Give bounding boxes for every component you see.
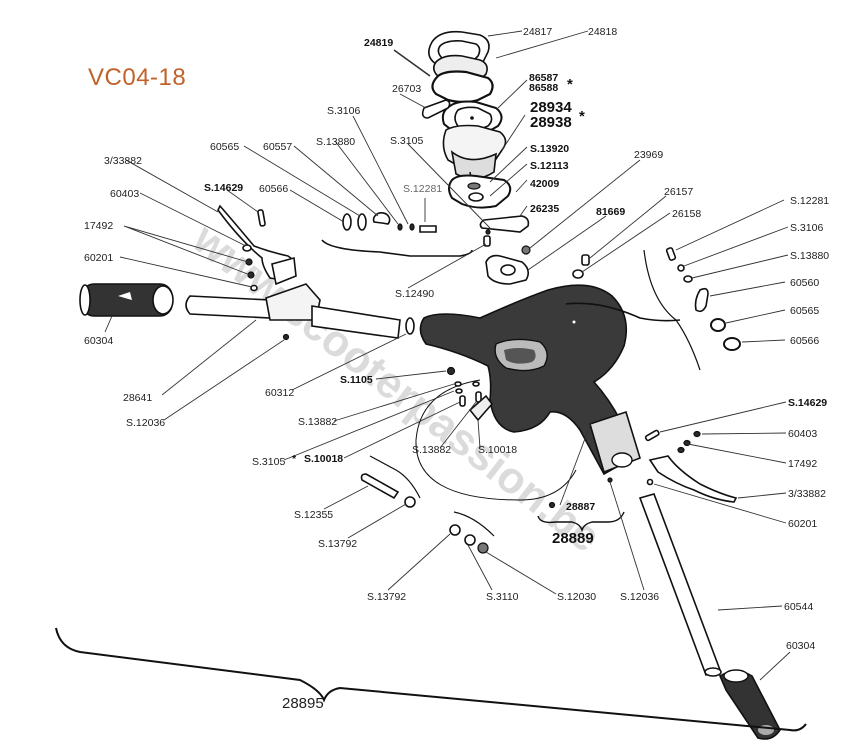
label-24817: 24817: [523, 26, 552, 38]
sub-assembly-brace-28889: [537, 511, 625, 533]
label-S12036-right: S.12036: [620, 591, 659, 603]
label-S12113: S.12113: [530, 160, 569, 172]
label-S13920: S.13920: [530, 143, 569, 155]
label-S13880-top: S.13880: [316, 136, 355, 148]
speedometer-gasket-24819: [431, 70, 494, 104]
left-handlebar-tube-28641: [185, 283, 415, 341]
label-60201-left: 60201: [84, 252, 113, 264]
label-60565-top: 60565: [210, 141, 239, 153]
nut-23969: [521, 245, 531, 255]
right-upper-small-parts: [643, 247, 741, 371]
label-26235: 26235: [530, 203, 559, 215]
label-star-2: *: [579, 108, 585, 125]
label-60544: 60544: [784, 601, 813, 613]
label-S13880-right: S.13880: [790, 250, 829, 262]
label-S14629-right: S.14629: [788, 397, 827, 409]
label-60557: 60557: [263, 141, 292, 153]
label-S13792-a: S.13792: [318, 538, 357, 550]
label-26703: 26703: [392, 83, 421, 95]
label-23969: 23969: [634, 149, 663, 161]
label-star-1: *: [567, 76, 573, 93]
part-labels: 24817 24818 24819 86587 86588 * 28934 28…: [84, 26, 829, 712]
label-S12036-left: S.12036: [126, 417, 165, 429]
headset-casting-28887: [419, 284, 641, 476]
label-28889: 28889: [552, 530, 594, 547]
label-60304-right: 60304: [786, 640, 815, 652]
label-star-3: *: [292, 453, 297, 465]
label-17492-left: 17492: [84, 220, 113, 232]
label-S10018-star: S.10018: [304, 453, 343, 465]
right-lever-parts: [644, 429, 738, 503]
label-3-33882-left: 3/33882: [104, 155, 142, 167]
label-3-33882-right: 3/33882: [788, 488, 826, 500]
label-26158: 26158: [672, 208, 701, 220]
assembly-brace-28895: [55, 627, 807, 732]
label-60560: 60560: [790, 277, 819, 289]
label-24819: 24819: [364, 37, 393, 49]
label-S13882-a: S.13882: [298, 416, 337, 428]
washer-26158: [572, 269, 584, 279]
label-81669: 81669: [596, 206, 625, 218]
label-86587: 86587: [529, 72, 558, 84]
label-24818: 24818: [588, 26, 617, 38]
bracket-26703: [421, 99, 451, 119]
speedometer-bracket-26235: [479, 215, 530, 235]
casting-arc-line: [565, 302, 681, 322]
speedometer-base-gasket-42009: [448, 174, 512, 209]
label-S12355: S.12355: [294, 509, 333, 521]
top-parts-row: [321, 212, 473, 257]
label-28641: 28641: [123, 392, 152, 404]
label-60312: 60312: [265, 387, 294, 399]
label-60403-left: 60403: [110, 188, 139, 200]
label-60566-right: 60566: [790, 335, 819, 347]
casting-bracket-arc: [415, 379, 577, 501]
leader-lines: [104, 30, 791, 681]
label-S13792-b: S.13792: [367, 591, 406, 603]
left-lever-small-parts: [242, 209, 266, 292]
label-S12030: S.12030: [557, 591, 596, 603]
left-brake-lever: [217, 204, 297, 286]
label-28887: 28887: [566, 501, 595, 513]
label-28938: 28938: [530, 114, 572, 131]
label-S3106-top: S.3106: [327, 105, 360, 117]
label-17492-right: 17492: [788, 458, 817, 470]
label-S13882-b: S.13882: [412, 444, 451, 456]
label-60403-right: 60403: [788, 428, 817, 440]
label-S10018: S.10018: [478, 444, 517, 456]
label-S14629-left: S.14629: [204, 182, 243, 194]
label-60565-right: 60565: [790, 305, 819, 317]
right-handlebar-tube-60544: [638, 493, 722, 677]
cable-bracket-81669: [485, 254, 530, 285]
label-60304-left: 60304: [84, 335, 113, 347]
label-60566-top: 60566: [259, 183, 288, 195]
label-S1105: S.1105: [340, 374, 373, 386]
label-S12281-right: S.12281: [790, 195, 829, 207]
label-S12281-top: S.12281: [403, 183, 442, 195]
label-26157: 26157: [664, 186, 693, 198]
left-grip-60304: [79, 283, 174, 317]
centre-small-parts: [360, 366, 613, 554]
label-S3105-top: S.3105: [390, 135, 423, 147]
label-S12490: S.12490: [395, 288, 434, 300]
label-S3106-right: S.3106: [790, 222, 823, 234]
label-28895: 28895: [282, 695, 324, 712]
label-86588: 86588: [529, 82, 558, 94]
diagram-title: VC04-18: [88, 64, 187, 91]
label-42009: 42009: [530, 178, 559, 190]
label-60201-right: 60201: [788, 518, 817, 530]
label-28934: 28934: [530, 99, 572, 116]
label-S3105-low: S.3105: [252, 456, 285, 468]
screw-26157: [581, 254, 590, 266]
label-S3110: S.3110: [486, 591, 519, 603]
screw-S12490: [483, 235, 491, 247]
